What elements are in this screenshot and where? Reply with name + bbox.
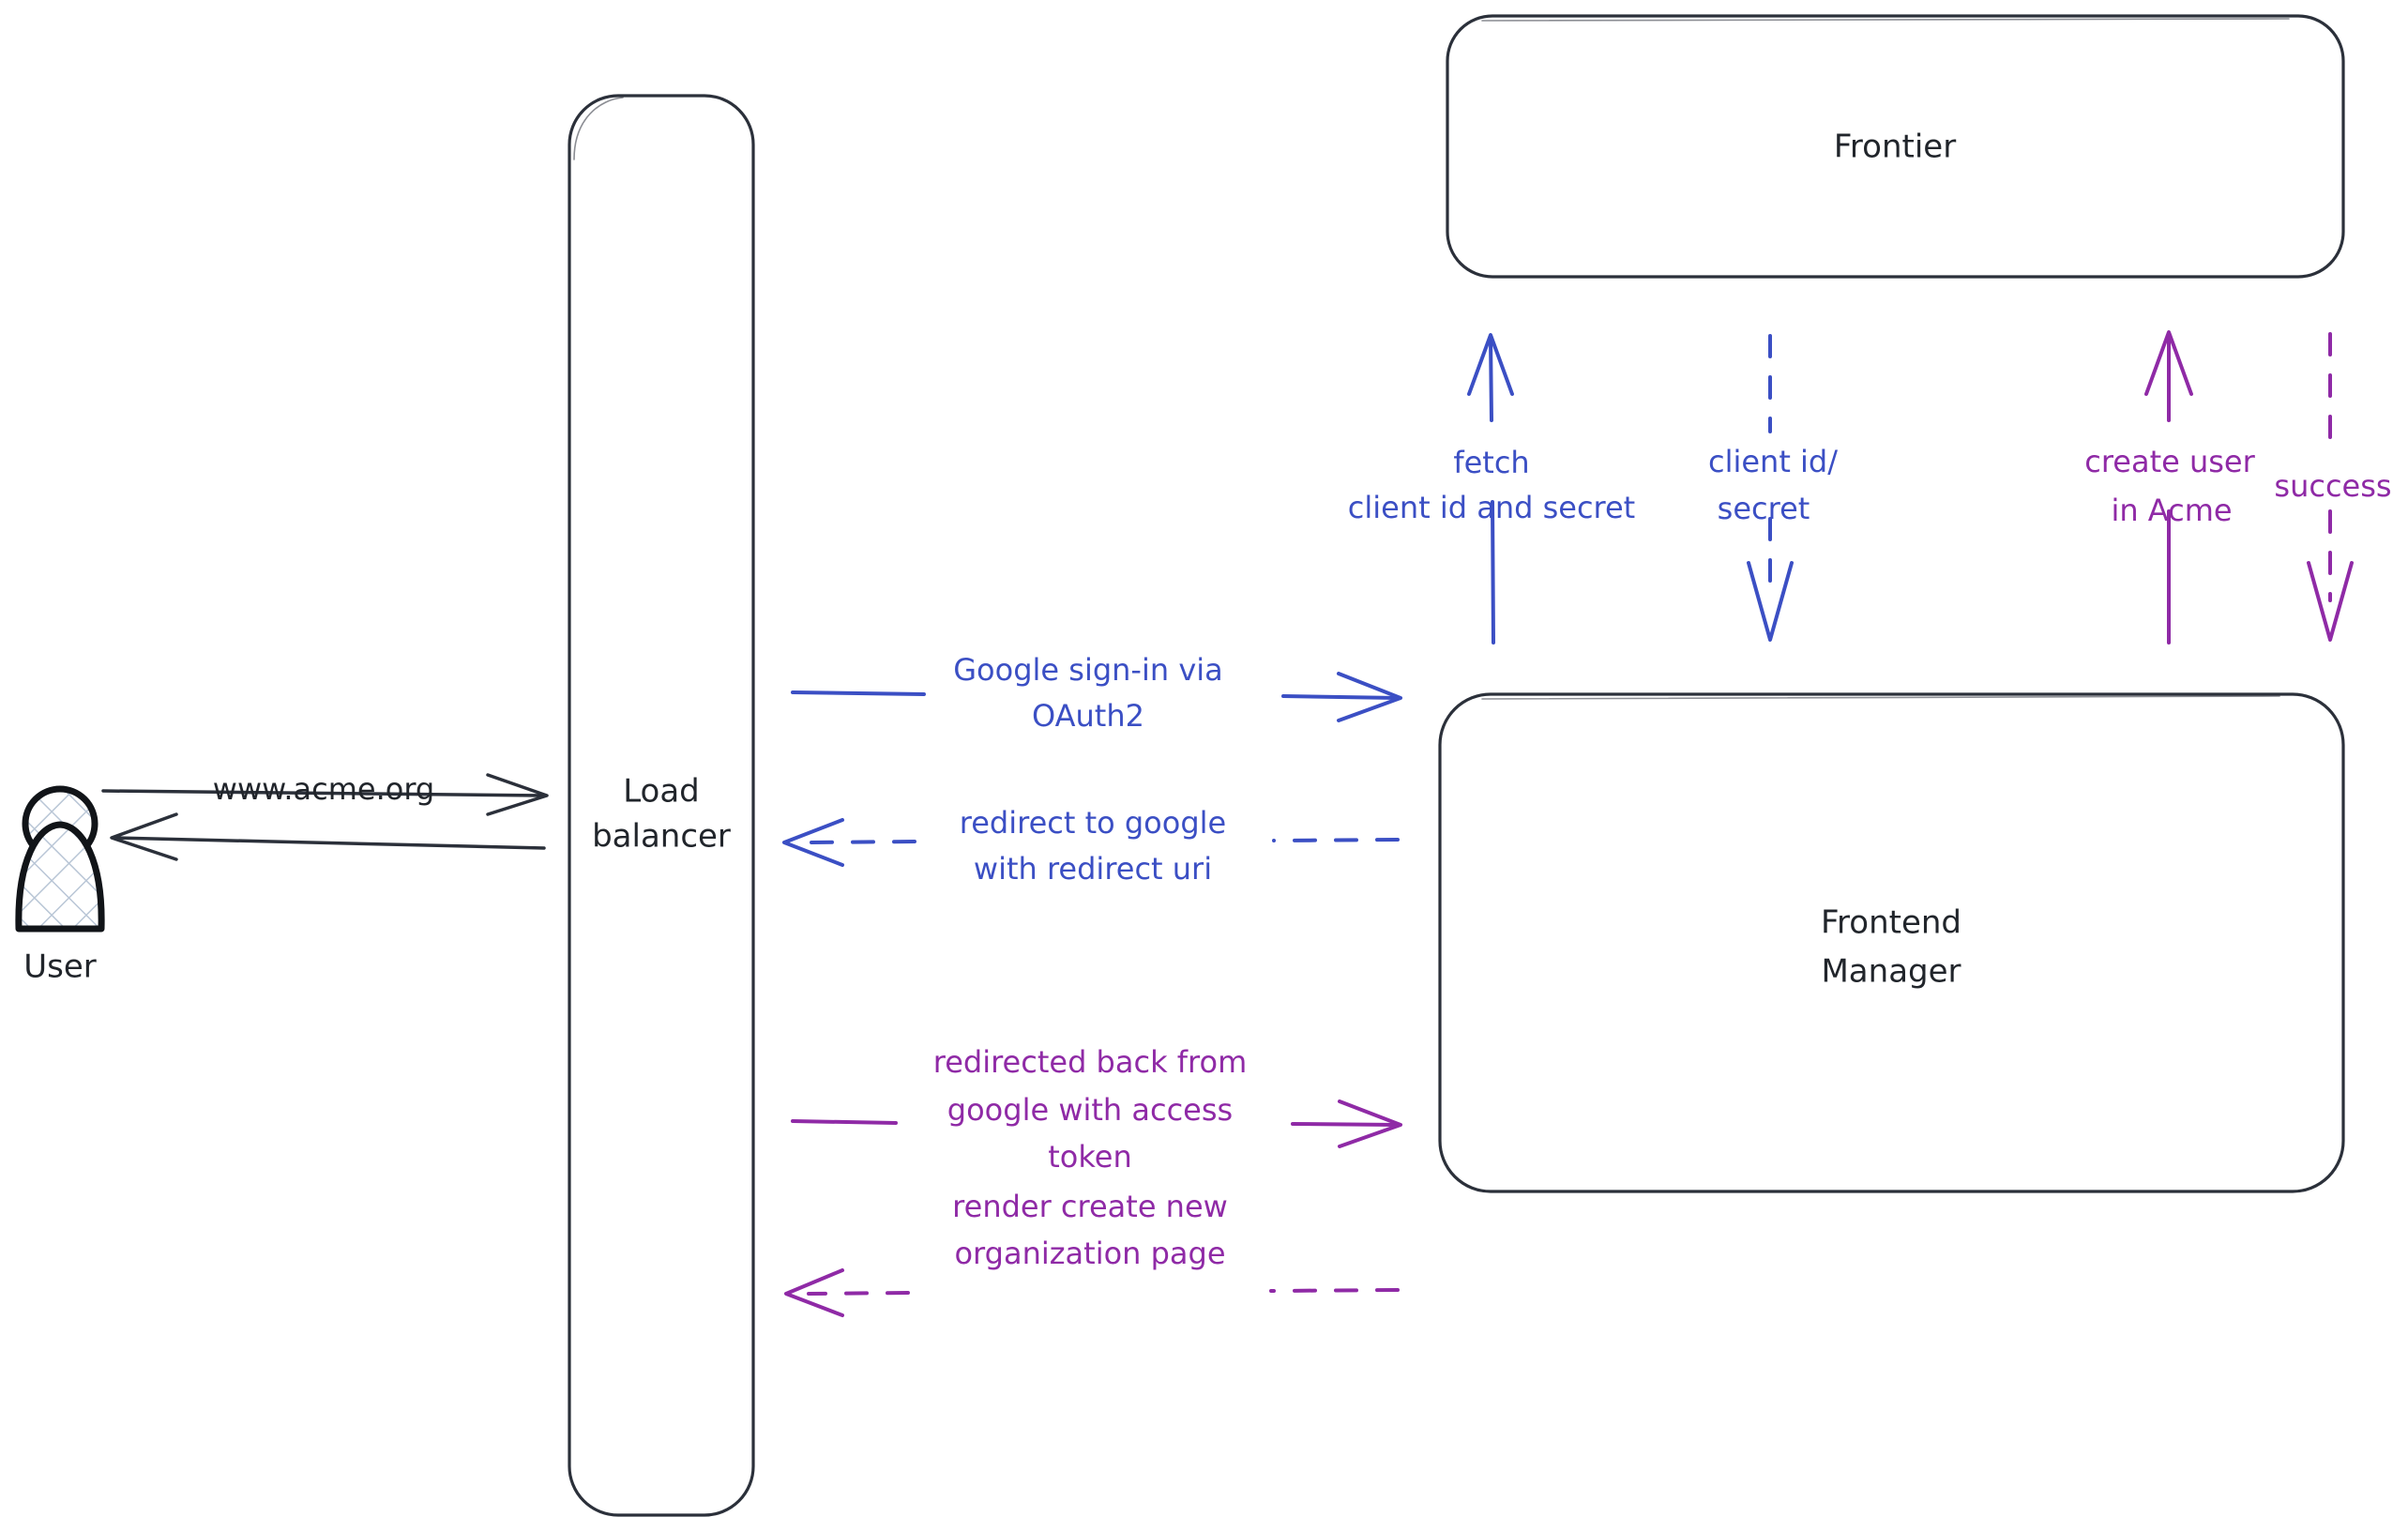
frontend-manager-label-line2: Manager bbox=[1821, 953, 1961, 991]
edge-user-to-lb-line bbox=[101, 789, 546, 797]
edge-fetch-line-upper bbox=[1489, 336, 1493, 422]
edge-creds-label-line1: client id/ bbox=[1708, 444, 1838, 479]
edge-render-arrowhead bbox=[784, 1268, 844, 1317]
edge-success-arrowhead bbox=[2307, 561, 2354, 642]
frontier-box bbox=[1446, 14, 2345, 279]
edge-token-label-line2: google with access bbox=[947, 1092, 1233, 1128]
edge-creds-label-line2: secret bbox=[1718, 491, 1810, 526]
load-balancer-label-line2: balancer bbox=[592, 818, 731, 856]
person-icon-body bbox=[15, 821, 105, 933]
edge-create-label-line2: in Acme bbox=[2111, 493, 2232, 528]
load-balancer-box bbox=[568, 94, 755, 1517]
edge-user-to-lb-arrowhead bbox=[486, 773, 549, 816]
edge-token-label-line3: token bbox=[1048, 1139, 1131, 1175]
edge-signin-arrowhead bbox=[1337, 672, 1402, 722]
actor-user-label: User bbox=[23, 948, 97, 986]
edge-fetch-arrowhead bbox=[1467, 333, 1514, 396]
frontend-manager-box bbox=[1438, 692, 2345, 1193]
edge-token-line-left bbox=[791, 1119, 898, 1125]
edge-user-to-lb-label: www.acme.org bbox=[213, 771, 434, 807]
edge-render-label-line2: organization page bbox=[954, 1236, 1225, 1271]
load-balancer-label-line1: Load bbox=[623, 773, 700, 811]
edge-redirect-label-line2: with redirect uri bbox=[974, 851, 1212, 887]
edge-token-arrowhead bbox=[1338, 1100, 1402, 1148]
edge-load-balancer-to-user bbox=[110, 812, 546, 861]
node-load-balancer[interactable]: Load balancer bbox=[568, 94, 755, 1517]
edge-frontier-to-fm-success: success bbox=[2274, 332, 2392, 642]
frontend-manager-sketch-accent bbox=[1481, 695, 2280, 700]
frontier-sketch-accent bbox=[1481, 18, 2290, 22]
edge-fm-to-frontier-create: create user in Acme bbox=[2084, 330, 2256, 645]
edge-signin-line-left bbox=[791, 690, 926, 696]
edge-fetch-line-lower bbox=[1491, 500, 1495, 645]
edge-redirect-label-line1: redirect to google bbox=[960, 805, 1226, 841]
edge-redirect-line-right bbox=[1272, 838, 1400, 842]
edge-create-label-line1: create user bbox=[2084, 444, 2255, 479]
edge-lb-to-fm-signin: Google sign-in via OAuth2 bbox=[791, 652, 1402, 734]
edge-render-line-right bbox=[1269, 1288, 1400, 1293]
edge-token-label-line1: redirected back from bbox=[933, 1044, 1247, 1080]
edge-signin-line-right bbox=[1281, 694, 1400, 700]
edge-fm-to-lb-render: render create new organization page bbox=[784, 1189, 1400, 1317]
actor-user[interactable]: User bbox=[15, 785, 105, 986]
frontier-label: Frontier bbox=[1834, 129, 1956, 166]
edge-fetch-label-line1: fetch bbox=[1453, 445, 1529, 480]
edge-lb-to-user-line bbox=[113, 836, 546, 850]
edge-lb-to-fm-token: redirected back from google with access … bbox=[791, 1044, 1402, 1175]
edge-signin-label-line1: Google sign-in via bbox=[953, 652, 1223, 688]
frontend-manager-label-line1: Frontend bbox=[1821, 904, 1961, 942]
edge-fm-to-lb-redirect: redirect to google with redirect uri bbox=[782, 805, 1400, 887]
edge-fm-to-frontier-fetch: fetch client id and secret bbox=[1348, 333, 1635, 645]
edge-render-line-left bbox=[807, 1291, 910, 1296]
node-frontier[interactable]: Frontier bbox=[1446, 14, 2345, 279]
edge-user-to-load-balancer: www.acme.org bbox=[101, 771, 549, 816]
edge-fetch-label-line2: client id and secret bbox=[1348, 490, 1635, 525]
load-balancer-sketch-accent bbox=[573, 97, 624, 160]
edge-frontier-to-fm-creds: client id/ secret bbox=[1708, 334, 1838, 642]
edge-lb-to-user-arrowhead bbox=[110, 812, 178, 861]
edge-create-arrowhead bbox=[2144, 330, 2193, 396]
edge-success-label: success bbox=[2274, 468, 2391, 504]
edge-render-label-line1: render create new bbox=[952, 1189, 1228, 1224]
node-frontend-manager[interactable]: Frontend Manager bbox=[1438, 692, 2345, 1193]
edge-signin-label-line2: OAuth2 bbox=[1032, 698, 1144, 734]
edge-redirect-arrowhead bbox=[782, 818, 844, 867]
edge-creds-arrowhead bbox=[1747, 561, 1794, 642]
edge-token-line-right bbox=[1291, 1122, 1400, 1127]
